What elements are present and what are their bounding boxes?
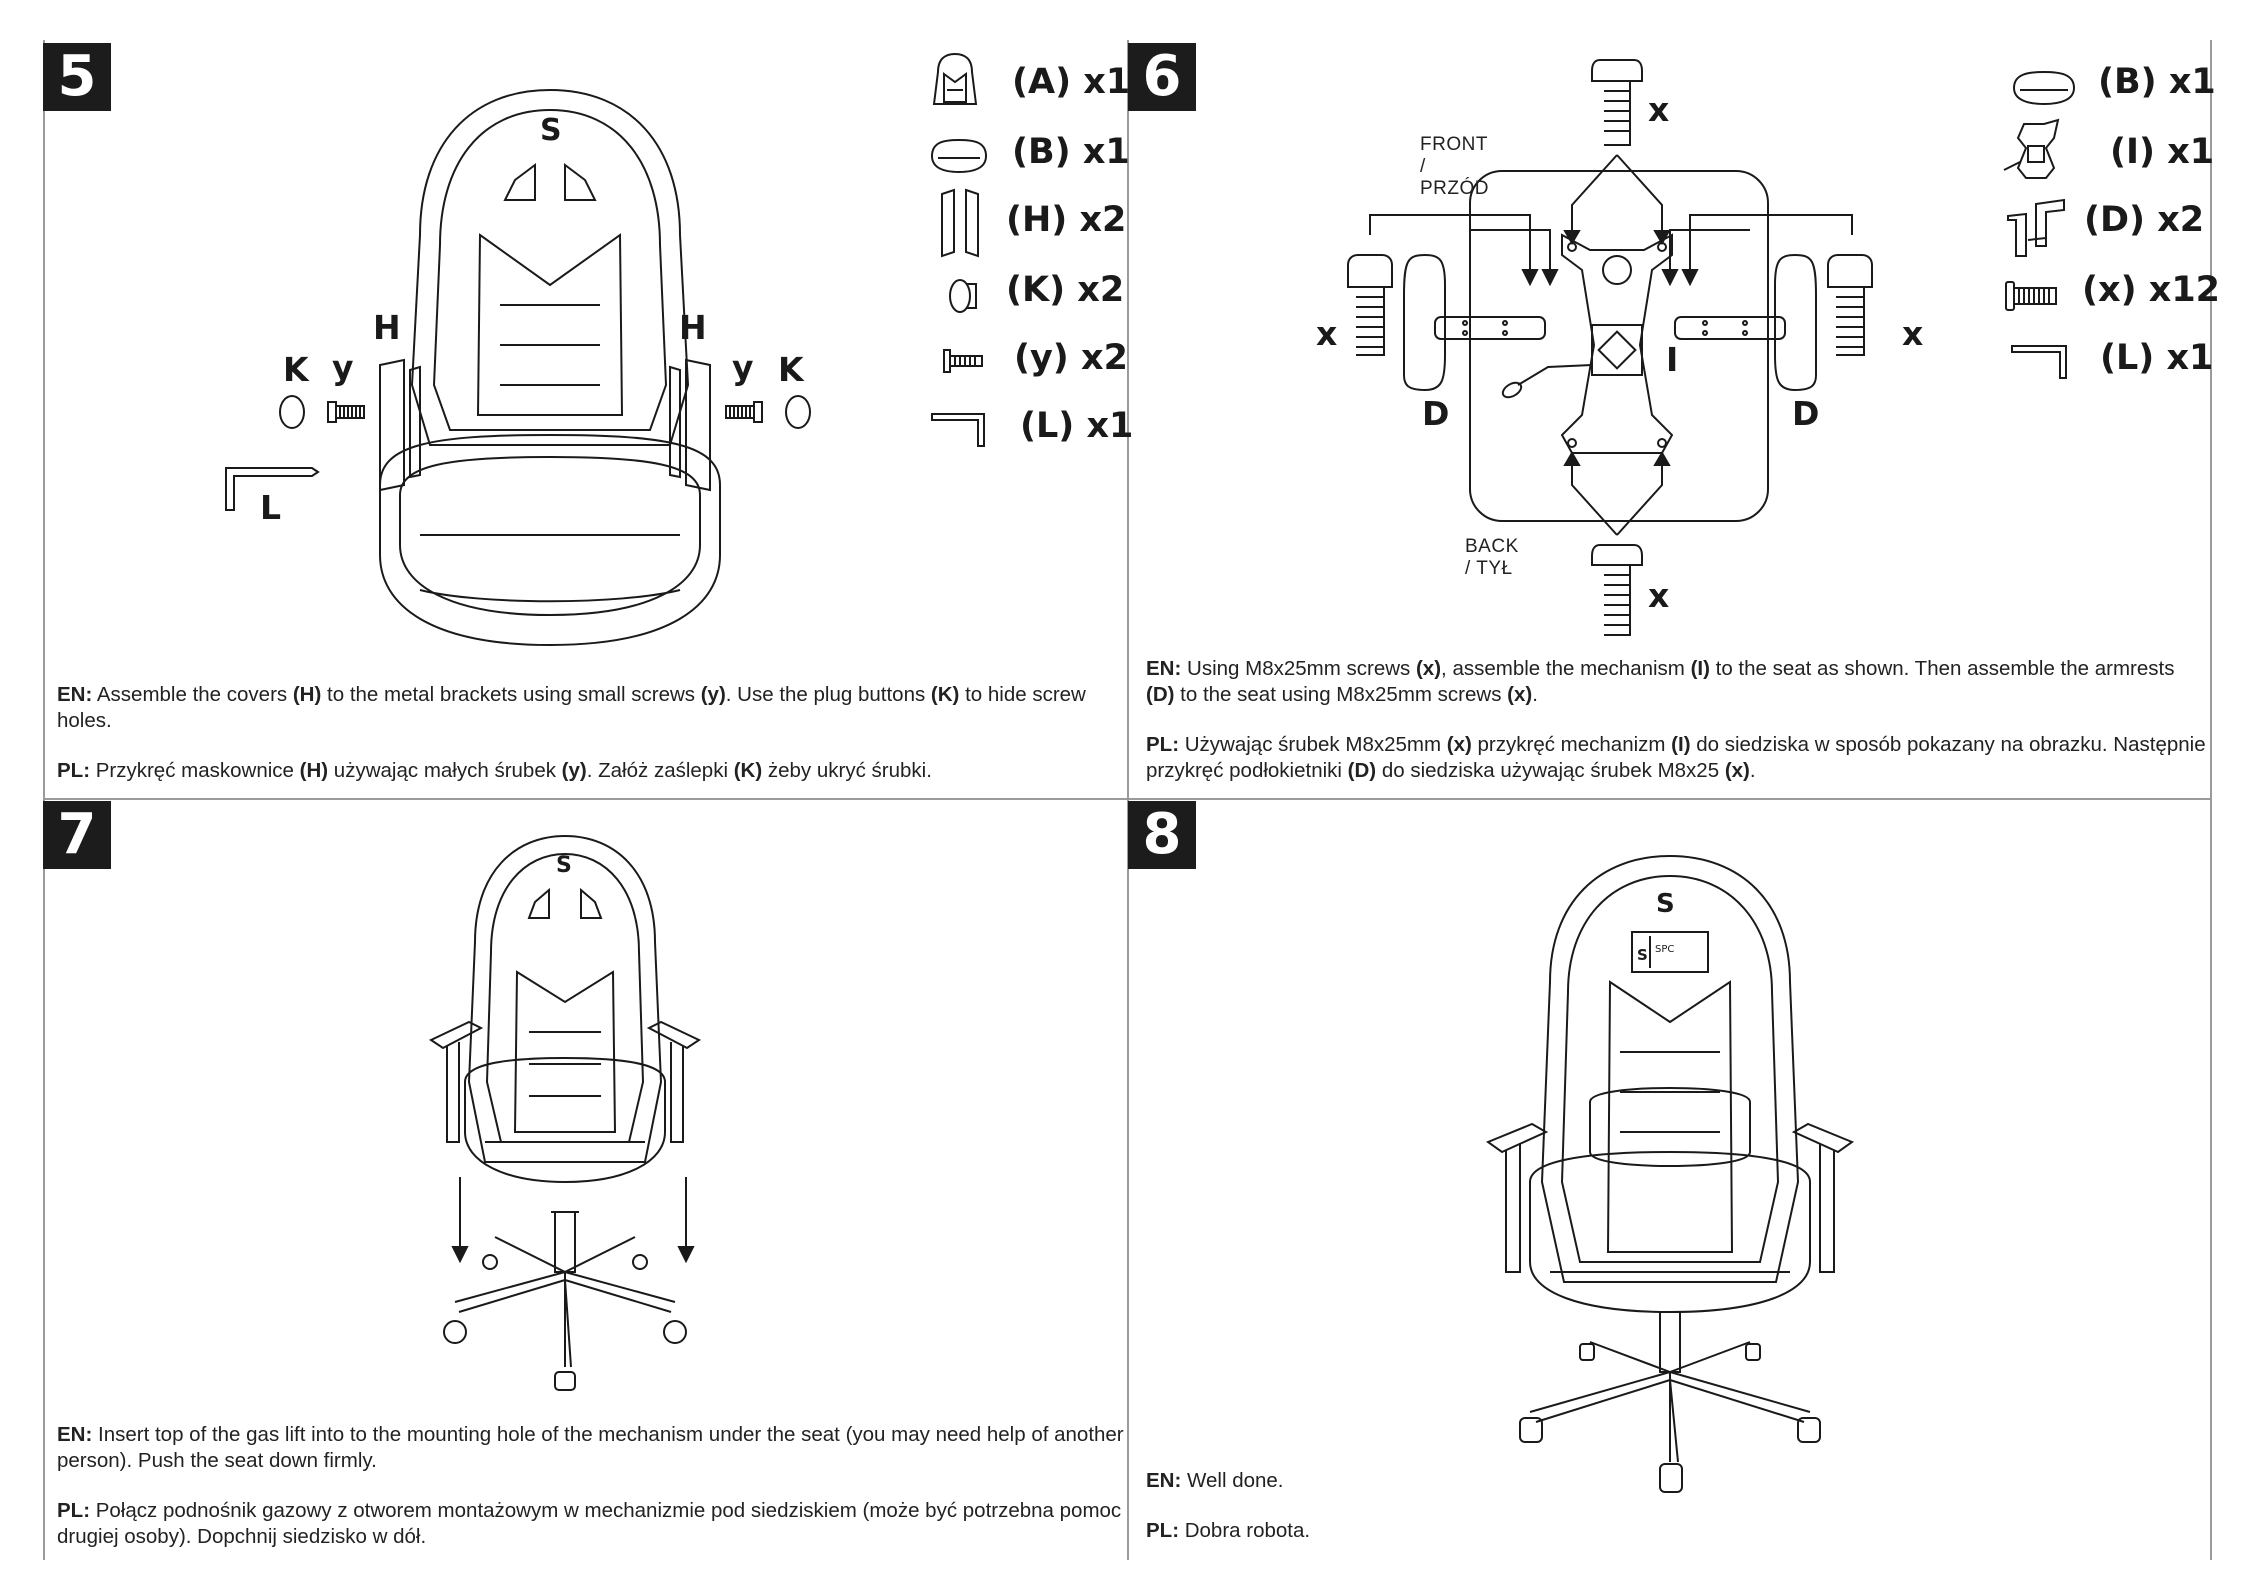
step-6-number: 6 <box>1128 43 1196 111</box>
part-B-label-6: (B) x1 <box>2098 62 2216 102</box>
step-6-label-x-right: x <box>1902 314 1924 353</box>
svg-text:S: S <box>540 113 562 148</box>
center-divider <box>1127 40 1129 1560</box>
step-7-chair-illustration: S <box>425 832 705 1392</box>
step-5-number: 5 <box>43 43 111 111</box>
part-L-label-6: (L) x1 <box>2100 338 2214 378</box>
step-6-label-I: I <box>1666 340 1679 379</box>
step-5-label-y-left: y <box>332 348 354 387</box>
step-5-left-cover <box>372 355 432 495</box>
step-8-chair-illustration: S SPC S <box>1480 852 1860 1502</box>
step-5-left-plug-screw <box>278 392 368 432</box>
step-6-en: EN: Using M8x25mm screws (x), assemble t… <box>1146 657 2175 706</box>
step-5-label-K-left: K <box>283 350 309 389</box>
step-5-en: EN: Assemble the covers (H) to the metal… <box>57 683 1086 732</box>
step-7-number: 7 <box>43 801 111 869</box>
step-6-label-D-left: D <box>1422 394 1450 433</box>
step-5-label-H-right: H <box>679 308 707 347</box>
step-5-label-K-right: K <box>778 350 804 389</box>
step-8-caption: EN: Well done. PL: Dobra robota. <box>1146 1468 2208 1544</box>
step-5-right-cover <box>658 355 718 495</box>
part-I-label: (I) x1 <box>2110 132 2215 172</box>
step-5-chair-illustration: S <box>360 85 740 665</box>
step-6-label-x-bottom: x <box>1648 576 1670 615</box>
screw-icon <box>2004 278 2060 314</box>
seat-icon <box>928 136 990 176</box>
svg-text:SPC: SPC <box>1655 944 1674 955</box>
step-6-label-D-right: D <box>1792 394 1820 433</box>
step-5-right-plug-screw <box>722 392 812 432</box>
step-6-label-x-left: x <box>1316 314 1338 353</box>
part-B-label: (B) x1 <box>1012 132 1130 172</box>
svg-text:S: S <box>556 853 572 878</box>
front-label: FRONT / PRZÓD <box>1420 134 1489 199</box>
armrest-icon <box>2006 196 2072 262</box>
part-A-label: (A) x1 <box>1012 62 1131 102</box>
small-screw-icon <box>942 346 986 376</box>
step-7-right-arrow <box>676 1175 696 1265</box>
allen-key-icon <box>930 410 994 450</box>
part-H-label: (H) x2 <box>1006 200 1127 240</box>
middle-divider <box>43 798 2212 800</box>
step-8-en: EN: Well done. <box>1146 1469 1284 1492</box>
step-7-en: EN: Insert top of the gas lift into to t… <box>57 1423 1124 1472</box>
step-6-label-x-top: x <box>1648 90 1670 129</box>
svg-text:S: S <box>1656 889 1675 919</box>
backrest-icon <box>930 52 980 112</box>
plug-icon <box>946 276 982 316</box>
step-6-caption: EN: Using M8x25mm screws (x), assemble t… <box>1146 656 2208 784</box>
part-D-label: (D) x2 <box>2084 200 2205 240</box>
step-5-caption: EN: Assemble the covers (H) to the metal… <box>57 682 1127 784</box>
back-label: BACK / TYŁ <box>1465 536 1519 579</box>
step-5-label-y-right: y <box>732 348 754 387</box>
step-6-pl: PL: Używając śrubek M8x25mm (x) przykręć… <box>1146 733 2206 782</box>
step-7-left-arrow <box>450 1175 470 1265</box>
seat-icon <box>2010 68 2078 108</box>
step-5-allen-key <box>222 462 322 512</box>
step-5-label-L: L <box>260 488 282 527</box>
part-y-label: (y) x2 <box>1014 338 1128 378</box>
step-7-pl: PL: Połącz podnośnik gazowy z otworem mo… <box>57 1499 1122 1548</box>
allen-key-icon <box>2010 342 2074 382</box>
left-border <box>43 40 45 1560</box>
step-5-pl: PL: Przykręć maskownice (H) używając mał… <box>57 759 932 782</box>
mechanism-icon <box>2002 118 2070 184</box>
part-L-label: (L) x1 <box>1020 406 1134 446</box>
step-7-caption: EN: Insert top of the gas lift into to t… <box>57 1422 1127 1550</box>
right-border <box>2210 40 2212 1560</box>
step-6-seat-diagram <box>1300 55 1920 645</box>
svg-text:S: S <box>1637 946 1648 964</box>
step-8-number: 8 <box>1128 801 1196 869</box>
part-x-label: (x) x12 <box>2082 270 2221 310</box>
step-5-label-H-left: H <box>373 308 401 347</box>
covers-icon <box>936 188 986 258</box>
part-K-label: (K) x2 <box>1006 270 1125 310</box>
step-8-pl: PL: Dobra robota. <box>1146 1519 1311 1542</box>
